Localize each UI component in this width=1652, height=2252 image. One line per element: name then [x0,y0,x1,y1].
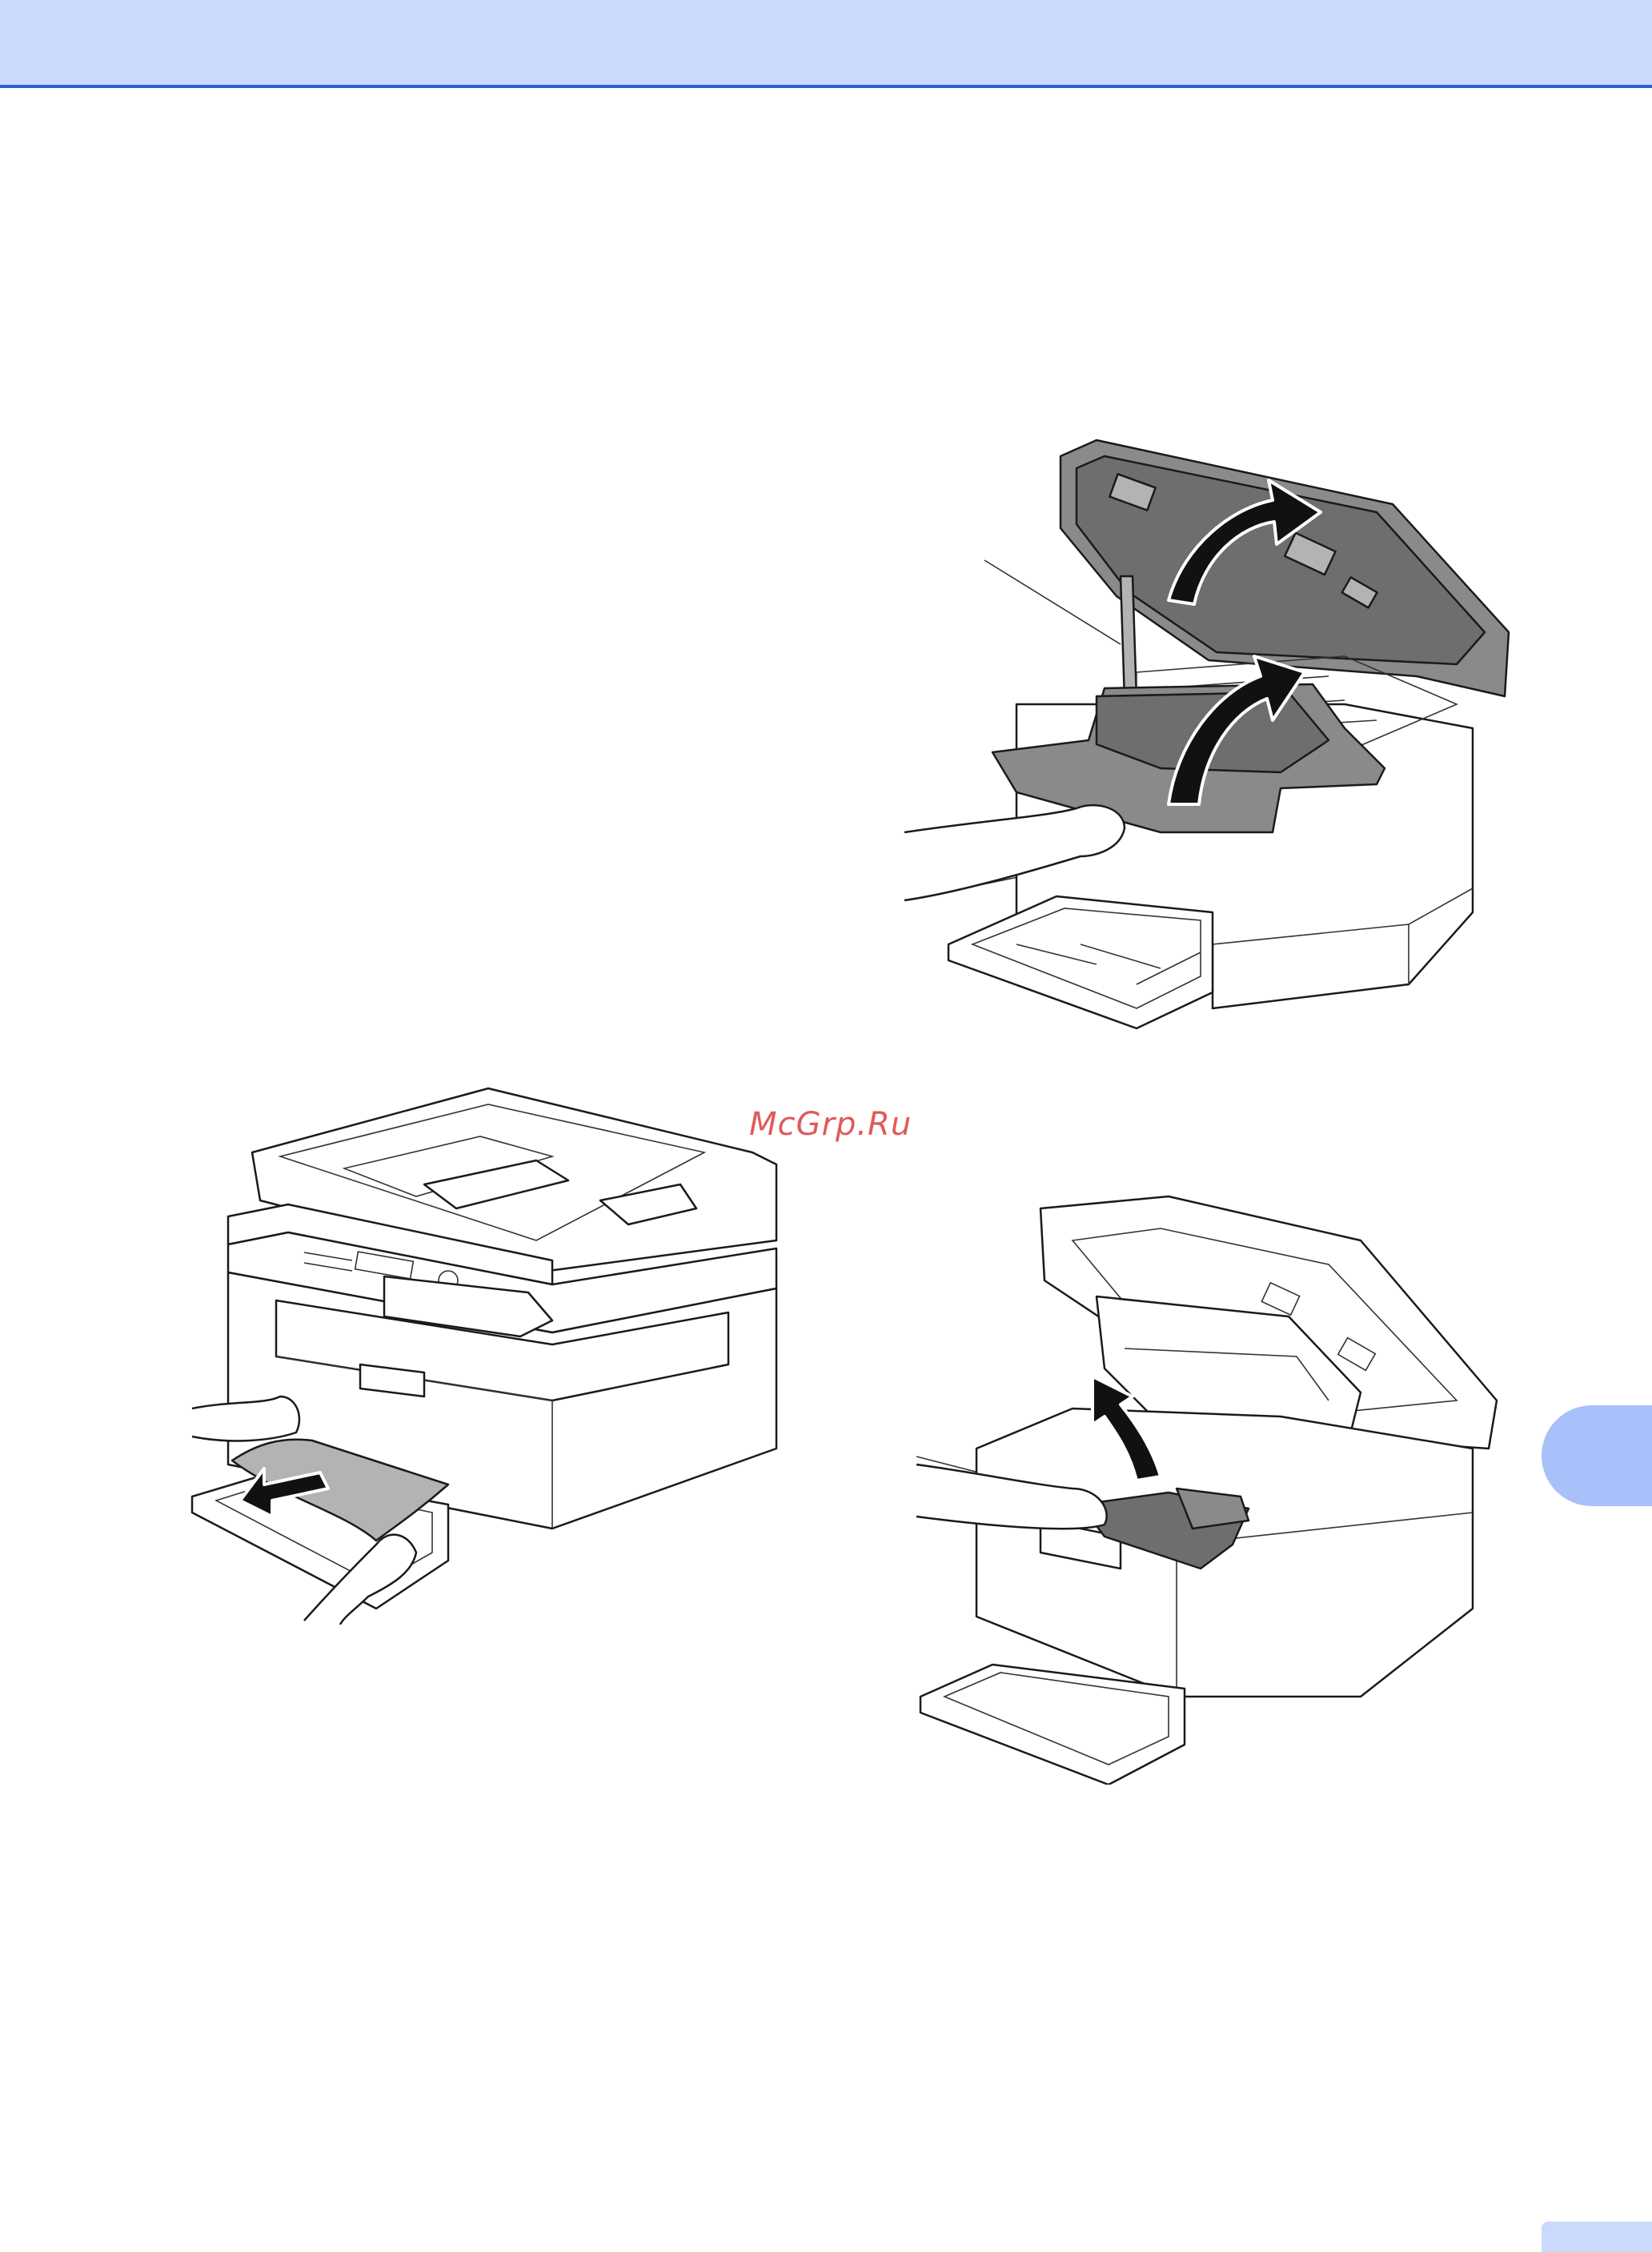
printer-drum-removal-illustration [912,1192,1537,1785]
page-header-band [0,0,1652,88]
printer-open-cover-illustration [896,432,1537,1040]
chapter-tab [1542,1405,1652,1506]
watermark-text: McGrp.Ru [749,1106,912,1143]
printer-paper-removal-illustration [184,1080,792,1625]
page-number-tab [1542,2222,1652,2252]
